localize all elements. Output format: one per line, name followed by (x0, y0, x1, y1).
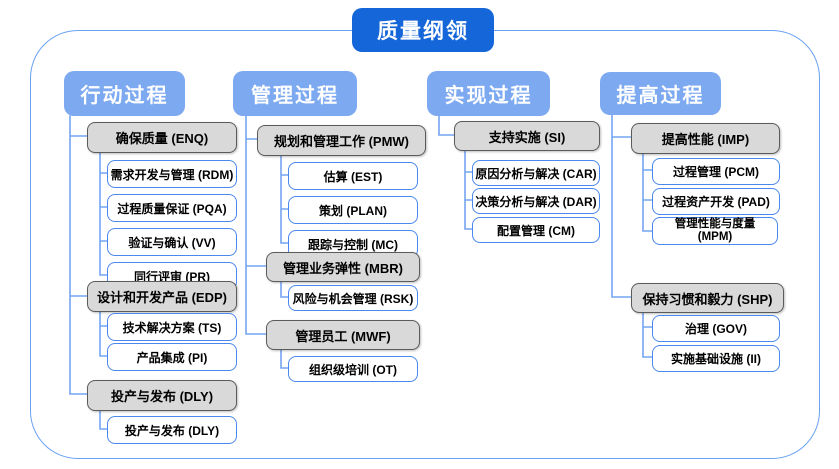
node-ts: 技术解决方案 (TS) (107, 313, 237, 341)
diagram-title: 质量纲领 (352, 8, 494, 52)
node-pcm: 过程管理 (PCM) (652, 158, 780, 185)
node-dly: 投产与发布 (DLY) (87, 380, 237, 411)
column-header-realization-process: 实现过程 (427, 71, 550, 116)
node-gov: 治理 (GOV) (652, 315, 780, 342)
column-header-management-process: 管理过程 (233, 71, 357, 116)
column-header-action-process: 行动过程 (64, 71, 185, 116)
node-pmw: 规划和管理工作 (PMW) (257, 125, 426, 156)
node-ii: 实施基础设施 (II) (652, 345, 780, 372)
node-si: 支持实施 (SI) (454, 121, 600, 151)
node-vv: 验证与确认 (VV) (107, 228, 237, 256)
node-ot: 组织级培训 (OT) (288, 356, 418, 382)
node-dar: 决策分析与解决 (DAR) (472, 188, 600, 214)
node-car: 原因分析与解决 (CAR) (472, 160, 600, 186)
node-plan: 策划 (PLAN) (288, 196, 418, 224)
node-cm: 配置管理 (CM) (472, 217, 600, 243)
node-dly-child: 投产与发布 (DLY) (107, 416, 237, 444)
node-mpm: 管理性能与度量 (MPM) (652, 217, 778, 245)
node-est: 估算 (EST) (288, 162, 418, 190)
node-mwf: 管理员工 (MWF) (266, 320, 420, 350)
node-imp: 提高性能 (IMP) (631, 123, 780, 154)
node-mbr: 管理业务弹性 (MBR) (266, 252, 420, 282)
node-enq: 确保质量 (ENQ) (87, 122, 237, 153)
node-shp: 保持习惯和毅力 (SHP) (631, 283, 784, 313)
column-header-improvement-process: 提高过程 (600, 72, 721, 115)
node-pqa: 过程质量保证 (PQA) (107, 194, 237, 222)
node-pi: 产品集成 (PI) (107, 343, 237, 371)
node-edp: 设计和开发产品 (EDP) (87, 281, 237, 312)
node-rsk: 风险与机会管理 (RSK) (288, 285, 418, 311)
node-rdm: 需求开发与管理 (RDM) (107, 160, 237, 188)
node-pad: 过程资产开发 (PAD) (652, 188, 780, 215)
